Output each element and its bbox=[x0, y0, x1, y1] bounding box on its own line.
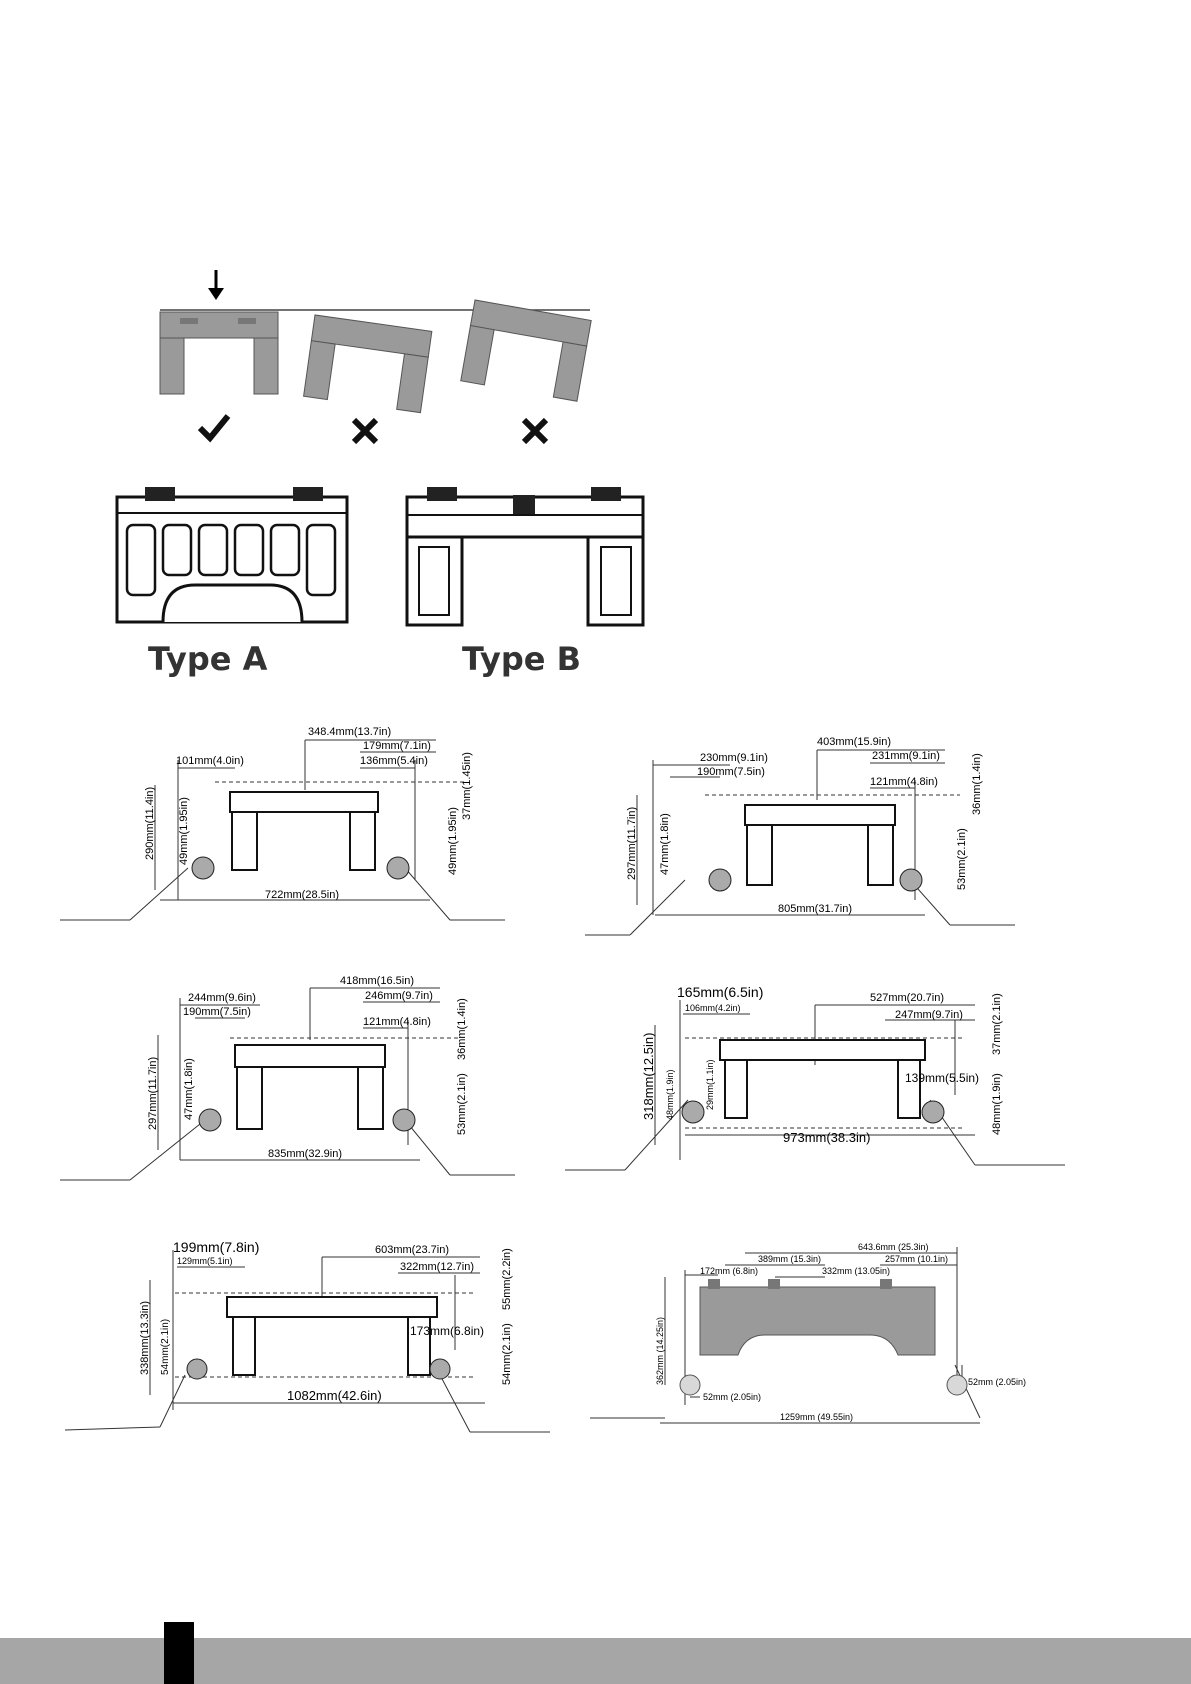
dim-right-top: 55mm(2.2in) bbox=[501, 1248, 513, 1310]
dim-height: 297mm(11.7in) bbox=[626, 807, 638, 880]
dim-mid: 332mm (13.05in) bbox=[822, 1266, 890, 1276]
dim-right-inner: 136mm(5.4in) bbox=[360, 755, 428, 767]
type-a-label: Type A bbox=[148, 640, 268, 678]
dim-right-inner: 173mm(6.8in) bbox=[410, 1324, 484, 1338]
dimension-diagram-2: 403mm(15.9in) 231mm(9.1in) 230mm(9.1in) … bbox=[585, 730, 1035, 940]
dim-right-bottom: 49mm(1.95in) bbox=[447, 807, 459, 875]
dim-top-mid: 389mm (15.3in) bbox=[758, 1254, 821, 1264]
dim-top-total: 418mm(16.5in) bbox=[340, 975, 414, 987]
dim-top-right: 247mm(9.7in) bbox=[895, 1009, 963, 1021]
dim-top-total: 527mm(20.7in) bbox=[870, 992, 944, 1004]
dim-left-b: 190mm(7.5in) bbox=[183, 1006, 251, 1018]
dim-width: 1259mm (49.55in) bbox=[780, 1412, 853, 1422]
bracket-level bbox=[159, 270, 279, 395]
dim-height: 290mm(11.4in) bbox=[144, 787, 156, 860]
dim-right-top: 37mm(2.1in) bbox=[991, 993, 1003, 1055]
footer-bar bbox=[0, 1638, 1191, 1684]
dim-right-bottom: 53mm(2.1in) bbox=[456, 1073, 468, 1135]
dim-left-a: 244mm(9.6in) bbox=[188, 992, 256, 1004]
dimension-diagram-1: 348.4mm(13.7in) 179mm(7.1in) 101mm(4.0in… bbox=[60, 720, 510, 930]
orientation-diagram bbox=[150, 270, 620, 460]
dim-height: 338mm(13.3in) bbox=[139, 1301, 151, 1375]
dim-right-bottom: 53mm(2.1in) bbox=[956, 828, 968, 890]
dim-bottom-left: 52mm (2.05in) bbox=[703, 1392, 761, 1402]
dim-left-a: 230mm(9.1in) bbox=[700, 752, 768, 764]
dim-height: 362mm (14.25in) bbox=[655, 1317, 665, 1385]
dim-right-top: 37mm(1.45in) bbox=[461, 752, 473, 820]
dim-width: 805mm(31.7in) bbox=[778, 903, 852, 915]
dim-left-a: 165mm(6.5in) bbox=[677, 984, 763, 1000]
footer-page-tab bbox=[164, 1622, 194, 1684]
dimension-diagram-3: 418mm(16.5in) 246mm(9.7in) 244mm(9.6in) … bbox=[60, 970, 520, 1185]
dim-top-total: 348.4mm(13.7in) bbox=[308, 726, 391, 738]
dim-left-hole: 47mm(1.8in) bbox=[659, 813, 671, 875]
type-a-bracket bbox=[115, 485, 350, 630]
cross-icon bbox=[351, 417, 379, 445]
dim-width: 1082mm(42.6in) bbox=[287, 1388, 382, 1403]
dim-height: 318mm(12.5in) bbox=[641, 1033, 656, 1120]
dim-top-right: 257mm (10.1in) bbox=[885, 1254, 948, 1264]
dim-left-b: 129mm(5.1in) bbox=[177, 1256, 233, 1266]
dim-right-bottom: 48mm(1.9in) bbox=[991, 1073, 1003, 1135]
type-b-label: Type B bbox=[462, 640, 582, 678]
dim-right-bottom: 54mm(2.1in) bbox=[501, 1323, 513, 1385]
dim-top-right: 231mm(9.1in) bbox=[872, 750, 940, 762]
dim-top-total: 643.6mm (25.3in) bbox=[858, 1242, 929, 1252]
bracket-tilted-left bbox=[460, 299, 592, 402]
cross-icon bbox=[521, 417, 549, 445]
dim-right-top: 36mm(1.4in) bbox=[456, 998, 468, 1060]
dim-left-inner: 29mm(1.1in) bbox=[705, 1059, 715, 1110]
dimension-diagram-5: 603mm(23.7in) 322mm(12.7in) 199mm(7.8in)… bbox=[64, 1235, 555, 1440]
dim-left-a: 101mm(4.0in) bbox=[176, 755, 244, 767]
dim-left-b: 106mm(4.2in) bbox=[685, 1003, 741, 1013]
dim-left-hole: 49mm(1.95in) bbox=[178, 797, 190, 865]
dim-width: 973mm(38.3in) bbox=[783, 1130, 870, 1145]
dim-top-right: 179mm(7.1in) bbox=[363, 740, 431, 752]
dim-left-hole: 54mm(2.1in) bbox=[160, 1319, 171, 1375]
dim-width: 835mm(32.9in) bbox=[268, 1148, 342, 1160]
dim-left-b: 190mm(7.5in) bbox=[697, 766, 765, 778]
bracket-tilted-right bbox=[303, 314, 433, 414]
dim-top-right: 322mm(12.7in) bbox=[400, 1261, 474, 1273]
dim-left-a: 172mm (6.8in) bbox=[700, 1266, 758, 1276]
dimension-diagram-4: 527mm(20.7in) 247mm(9.7in) 165mm(6.5in) … bbox=[565, 980, 1085, 1190]
type-b-bracket bbox=[405, 485, 645, 630]
dim-right-inner: 139mm(5.5in) bbox=[905, 1071, 979, 1085]
dim-right-inner: 121mm(4.8in) bbox=[363, 1016, 431, 1028]
dim-height: 297mm(11.7in) bbox=[147, 1057, 159, 1130]
dim-top-right: 246mm(9.7in) bbox=[365, 990, 433, 1002]
dim-top-total: 403mm(15.9in) bbox=[817, 736, 891, 748]
check-icon bbox=[197, 414, 231, 443]
dim-right-top: 36mm(1.4in) bbox=[971, 753, 983, 815]
dim-right-inner: 121mm(4.8in) bbox=[870, 776, 938, 788]
dimension-diagram-6: 643.6mm (25.3in) 389mm (15.3in) 257mm (1… bbox=[590, 1235, 1070, 1425]
dim-top-total: 603mm(23.7in) bbox=[375, 1244, 449, 1256]
dim-width: 722mm(28.5in) bbox=[265, 889, 339, 901]
dim-right-bottom: 52mm (2.05in) bbox=[968, 1377, 1026, 1387]
dim-left-hole: 47mm(1.8in) bbox=[183, 1058, 195, 1120]
dim-left-hole: 48mm(1.9in) bbox=[665, 1069, 675, 1120]
dim-left-a: 199mm(7.8in) bbox=[173, 1239, 259, 1255]
